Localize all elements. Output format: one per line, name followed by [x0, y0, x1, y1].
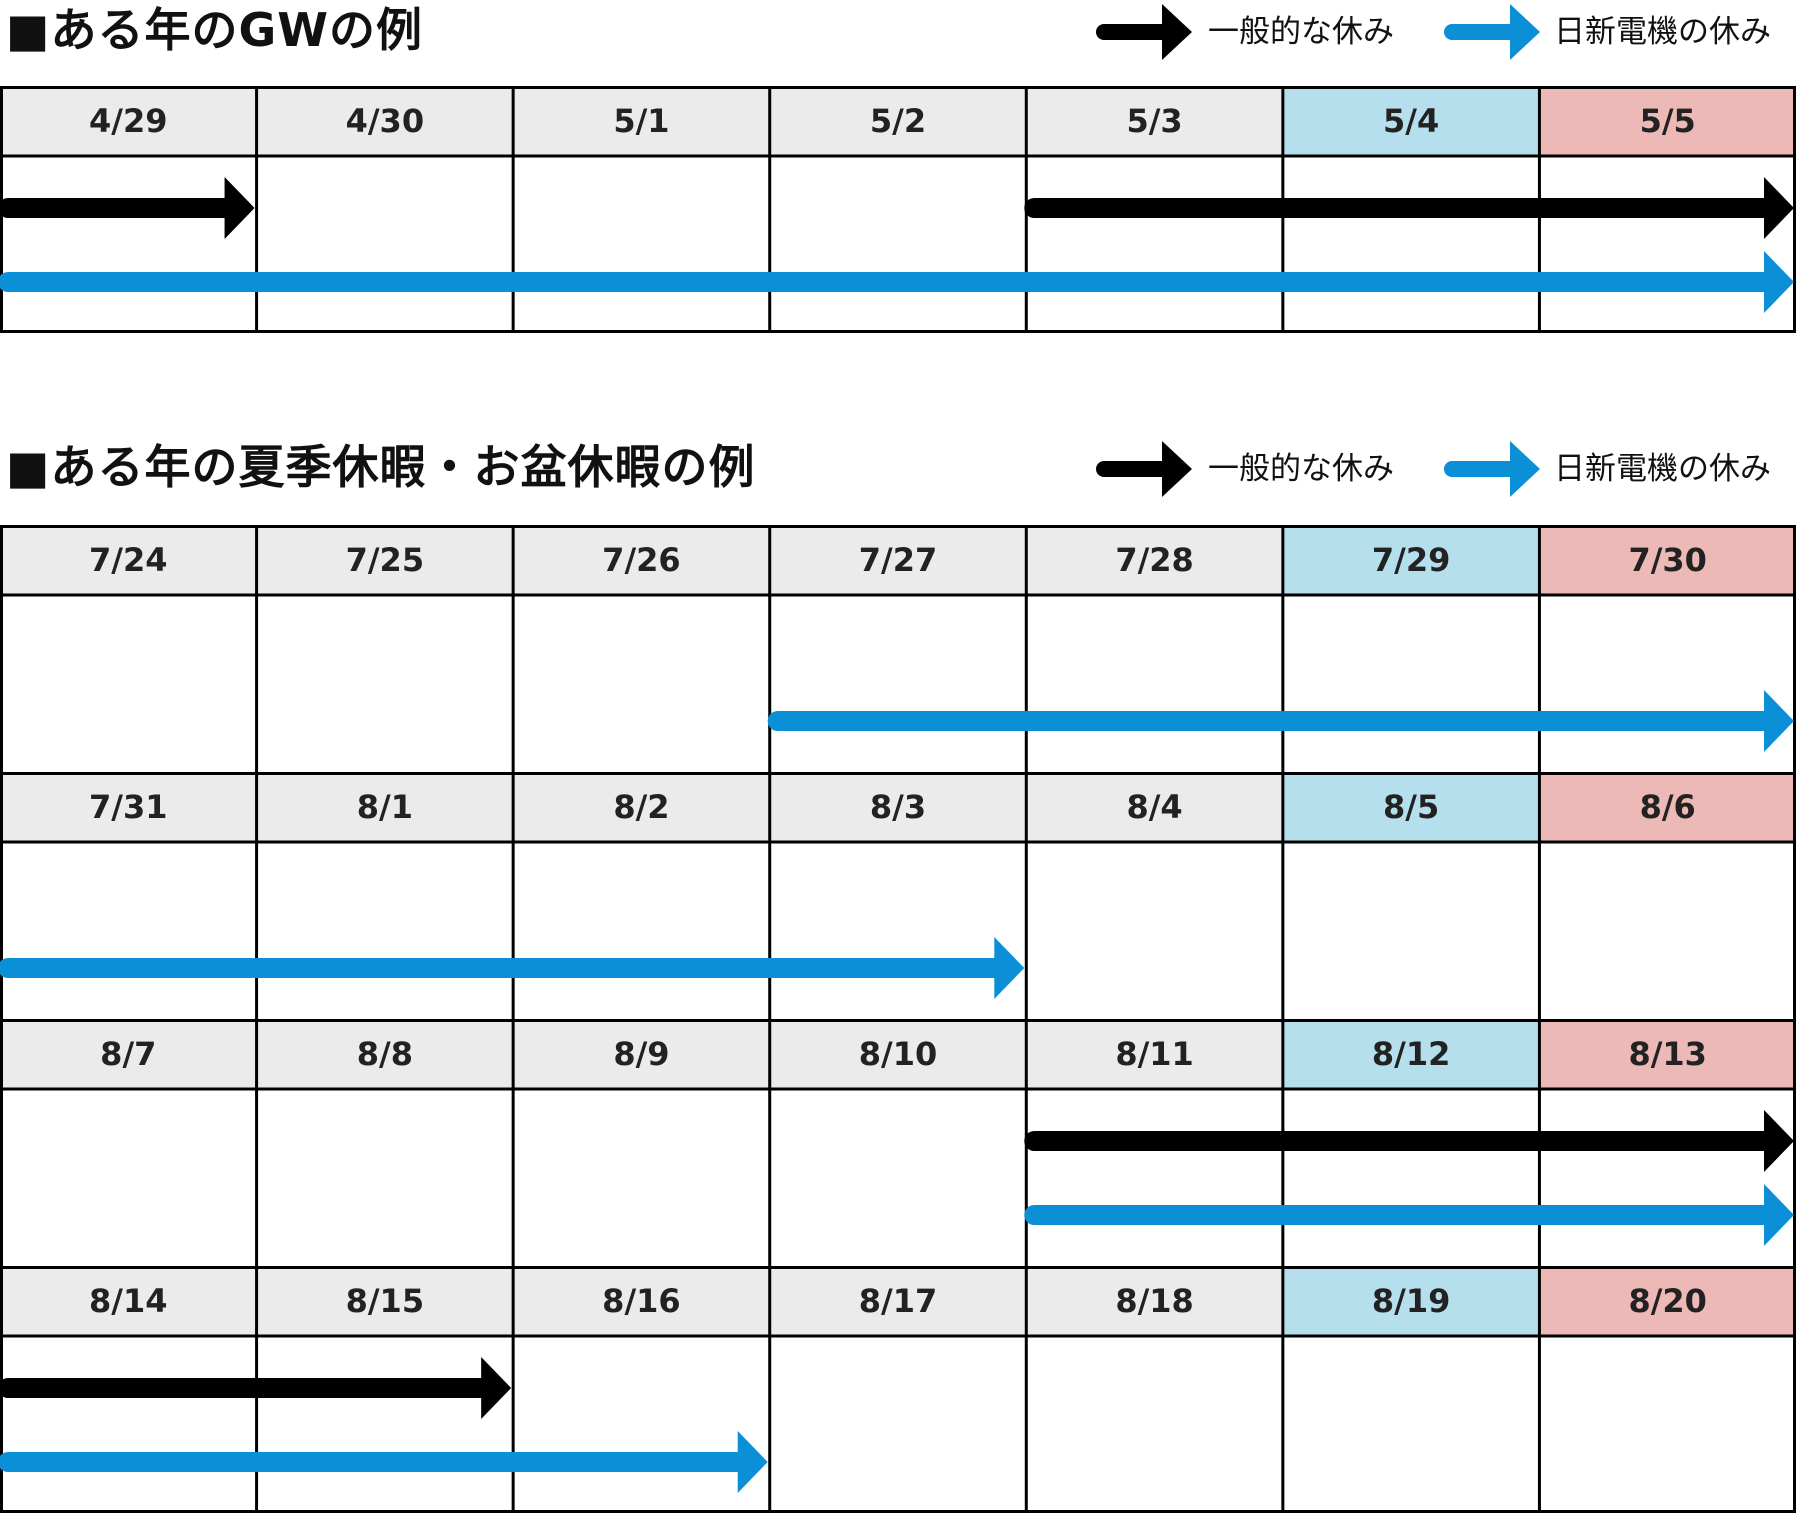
- day-cell: [513, 1089, 770, 1266]
- company-holiday-arrow: [1024, 1184, 1794, 1246]
- day-cell: [0, 1089, 257, 1266]
- date-header-cell: 8/12: [1282, 1019, 1540, 1089]
- date-header-cell: 4/29: [0, 86, 257, 156]
- date-header-cell: 4/30: [256, 86, 514, 156]
- day-cell: [0, 842, 257, 1019]
- day-cell: [769, 156, 1027, 333]
- date-header-cell: 8/10: [769, 1019, 1027, 1089]
- company-holiday-arrow-icon: [1444, 4, 1540, 60]
- day-cell: [0, 595, 257, 772]
- date-header-cell: 8/17: [769, 1266, 1027, 1336]
- day-cell: [513, 156, 770, 333]
- day-cell: [1282, 1089, 1540, 1266]
- date-header-cell: 8/19: [1282, 1266, 1540, 1336]
- day-cell: [256, 1336, 514, 1513]
- date-header-cell: 8/6: [1539, 772, 1796, 842]
- general-holiday-legend-label: 一般的な休み: [1208, 14, 1394, 50]
- date-header-cell: 5/4: [1282, 86, 1540, 156]
- date-header-cell: 8/4: [1026, 772, 1283, 842]
- day-cell: [769, 1089, 1027, 1266]
- day-cell: [256, 595, 514, 772]
- company-holiday-legend-label: 日新電機の休み: [1554, 451, 1771, 487]
- date-header-cell: 7/28: [1026, 525, 1283, 595]
- day-cell: [513, 595, 770, 772]
- date-header-cell: 5/3: [1026, 86, 1283, 156]
- day-cell: [1026, 1089, 1283, 1266]
- date-header-cell: 8/8: [256, 1019, 514, 1089]
- date-header-cell: 5/1: [513, 86, 770, 156]
- date-header-cell: 8/2: [513, 772, 770, 842]
- date-header-cell: 8/9: [513, 1019, 770, 1089]
- date-header-cell: 7/25: [256, 525, 514, 595]
- day-cell: [513, 1336, 770, 1513]
- summer-legend: 一般的な休み 日新電機の休み: [1096, 439, 1796, 499]
- company-holiday-arrow: [0, 1431, 768, 1493]
- company-holiday-arrow-icon: [1444, 441, 1540, 497]
- company-holiday-arrow: [0, 251, 1794, 313]
- day-cell: [1282, 156, 1540, 333]
- gw-section-title: ■ある年のGWの例: [6, 3, 423, 57]
- general-holiday-legend-label: 一般的な休み: [1208, 451, 1394, 487]
- day-cell: [1026, 1336, 1283, 1513]
- day-cell: [769, 842, 1027, 1019]
- day-cell: [256, 1089, 514, 1266]
- calendar-lines-and-arrows: [0, 86, 1796, 333]
- day-cell: [0, 1336, 257, 1513]
- date-header-cell: 8/11: [1026, 1019, 1283, 1089]
- day-cell: [1282, 842, 1540, 1019]
- date-header-cell: 8/14: [0, 1266, 257, 1336]
- day-cell: [1539, 156, 1796, 333]
- date-header-cell: 8/20: [1539, 1266, 1796, 1336]
- date-header-cell: 8/13: [1539, 1019, 1796, 1089]
- day-cell: [256, 156, 514, 333]
- day-cell: [256, 842, 514, 1019]
- day-cell: [1026, 595, 1283, 772]
- day-cell: [769, 1336, 1027, 1513]
- grid-lines: [0, 525, 1796, 1513]
- date-header-cell: 8/5: [1282, 772, 1540, 842]
- general-holiday-arrow: [1024, 1110, 1794, 1172]
- general-holiday-arrow: [1024, 177, 1794, 239]
- day-cell: [1282, 595, 1540, 772]
- date-header-cell: 7/26: [513, 525, 770, 595]
- date-header-cell: 5/5: [1539, 86, 1796, 156]
- general-holiday-arrow: [0, 177, 255, 239]
- day-cell: [1539, 1089, 1796, 1266]
- date-header-cell: 8/7: [0, 1019, 257, 1089]
- calendar-lines-and-arrows: [0, 525, 1796, 1513]
- general-holiday-arrow: [0, 1357, 512, 1419]
- date-header-cell: 7/30: [1539, 525, 1796, 595]
- day-cell: [1026, 842, 1283, 1019]
- company-holiday-arrow: [0, 937, 1025, 999]
- date-header-cell: 7/29: [1282, 525, 1540, 595]
- summer-section-title: ■ある年の夏季休暇・お盆休暇の例: [6, 440, 756, 494]
- day-cell: [1539, 842, 1796, 1019]
- gw-legend: 一般的な休み 日新電機の休み: [1096, 2, 1796, 62]
- date-header-cell: 8/18: [1026, 1266, 1283, 1336]
- day-cell: [513, 842, 770, 1019]
- date-header-cell: 7/31: [0, 772, 257, 842]
- day-cell: [1282, 1336, 1540, 1513]
- general-holiday-arrow-icon: [1096, 441, 1192, 497]
- day-cell: [1539, 595, 1796, 772]
- date-header-cell: 8/16: [513, 1266, 770, 1336]
- company-holiday-legend-label: 日新電機の休み: [1554, 14, 1771, 50]
- day-cell: [1539, 1336, 1796, 1513]
- date-header-cell: 8/1: [256, 772, 514, 842]
- day-cell: [0, 156, 257, 333]
- date-header-cell: 7/24: [0, 525, 257, 595]
- day-cell: [769, 595, 1027, 772]
- date-header-cell: 7/27: [769, 525, 1027, 595]
- day-cell: [1026, 156, 1283, 333]
- date-header-cell: 5/2: [769, 86, 1027, 156]
- general-holiday-arrow-icon: [1096, 4, 1192, 60]
- date-header-cell: 8/3: [769, 772, 1027, 842]
- company-holiday-arrow: [767, 690, 1794, 752]
- date-header-cell: 8/15: [256, 1266, 514, 1336]
